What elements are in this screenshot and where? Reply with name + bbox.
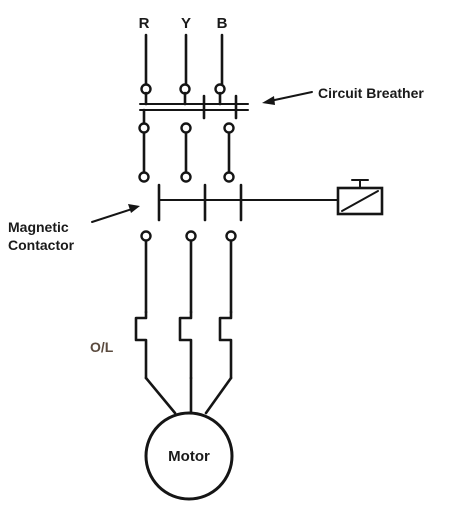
phase-label-b: B [217, 15, 228, 32]
overload-heater-y [178, 310, 193, 380]
terminal-circle [223, 122, 235, 134]
terminal-circle [138, 122, 150, 134]
overload-heater-b [218, 310, 233, 380]
terminal-circle [140, 230, 152, 242]
overload-heater-r [134, 310, 148, 380]
breaker-label: Circuit Breather [318, 85, 424, 101]
contactor-label-line1: Magnetic [8, 219, 69, 235]
motor-feed-r [144, 376, 177, 415]
breaker-arrow-line [269, 91, 313, 102]
circuit-breaker [139, 91, 249, 124]
breaker-line-terminals [140, 83, 226, 95]
contactor-arrow-line [91, 208, 133, 223]
contactor-load-terminals [140, 230, 237, 242]
coil-winding [341, 190, 379, 212]
terminal-circle [138, 171, 150, 183]
breaker-arrow-head [262, 96, 275, 105]
contactor-to-overload-wires [144, 239, 233, 314]
motor-label: Motor [168, 448, 210, 465]
contactor-coil [336, 179, 384, 216]
contactor-arrow-head [128, 204, 140, 213]
breaker-to-contactor-wires [142, 131, 231, 174]
phase-label-r: R [139, 15, 150, 32]
motor: Motor [144, 411, 234, 501]
terminal-circle [185, 230, 197, 242]
breaker-callout: Circuit Breather [262, 85, 424, 105]
overload-relay: O/L [90, 310, 233, 380]
contactor-label-line2: Contactor [8, 237, 75, 253]
terminal-circle [225, 230, 237, 242]
terminal-circle [180, 171, 192, 183]
motor-feed-b [204, 376, 233, 415]
motor-feed-wires [144, 376, 233, 415]
contactor-callout: Magnetic Contactor [8, 204, 140, 253]
overload-label: O/L [90, 339, 114, 355]
terminal-circle [223, 171, 235, 183]
phase-label-y: Y [181, 15, 191, 32]
breaker-load-terminals [138, 122, 235, 134]
magnetic-contactor [157, 183, 339, 222]
motor-circle [144, 411, 234, 501]
terminal-circle [180, 122, 192, 134]
supply-lines [144, 33, 224, 86]
contactor-line-terminals [138, 171, 235, 183]
